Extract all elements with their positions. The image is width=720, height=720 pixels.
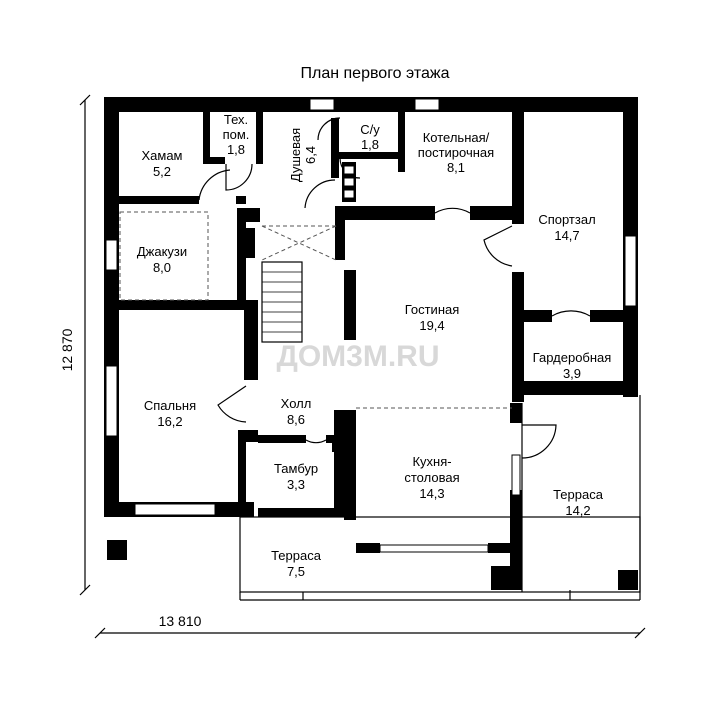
room-shower: Душевая 6,4 (288, 128, 318, 182)
width-dimension: 13 810 (159, 613, 202, 629)
room-area: 5,2 (153, 164, 171, 179)
room-hall: Холл 8,6 (281, 396, 312, 427)
height-dimension: 12 870 (59, 328, 75, 371)
room-area: 8,6 (287, 412, 305, 427)
room-terrace-left: Терраса 7,5 (271, 548, 322, 579)
room-area: 16,2 (157, 414, 182, 429)
room-area: 1,8 (361, 137, 379, 152)
room-area: 14,3 (419, 486, 444, 501)
room-name: Спортзал (538, 212, 595, 227)
room-area: 8,1 (447, 160, 465, 175)
kitchen-side-window (511, 454, 521, 496)
watermark: ДОМ3М.RU (276, 340, 439, 373)
room-boiler: Котельная/ постирочная 8,1 (418, 130, 494, 175)
room-name: Терраса (553, 487, 604, 502)
room-name: Котельная/ (423, 130, 490, 145)
room-bedroom: Спальня 16,2 (144, 398, 196, 429)
room-living: Гостиная 19,4 (405, 302, 460, 333)
room-area: 7,5 (287, 564, 305, 579)
terraces (239, 395, 641, 601)
room-area: 6,4 (303, 146, 318, 164)
room-name: Душевая (288, 128, 303, 182)
kitchen-window (379, 544, 489, 553)
room-gym: Спортзал 14,7 (538, 212, 595, 243)
room-name: Джакузи (137, 244, 187, 259)
stairs (261, 261, 303, 343)
room-area: 14,7 (554, 228, 579, 243)
room-name: Тамбур (274, 461, 318, 476)
plan-title: План первого этажа (301, 65, 450, 82)
room-name: Гостиная (405, 302, 460, 317)
room-area: 8,0 (153, 260, 171, 275)
room-name: Спальня (144, 398, 196, 413)
room-name: Кухня- (412, 454, 451, 469)
room-kitchen: Кухня- столовая 14,3 (404, 454, 459, 501)
room-name: Тех. (224, 112, 248, 127)
room-vestibule: Тамбур 3,3 (274, 461, 318, 492)
room-name: пом. (223, 127, 250, 142)
room-jacuzzi: Джакузи 8,0 (137, 244, 187, 275)
room-labels: Хамам 5,2 Тех. пом. 1,8 Душевая 6,4 С/у … (137, 112, 611, 579)
room-name: Холл (281, 396, 312, 411)
room-name: Хамам (141, 148, 182, 163)
room-area: 3,3 (287, 477, 305, 492)
room-area: 3,9 (563, 366, 581, 381)
room-tech: Тех. пом. 1,8 (223, 112, 250, 157)
room-name: постирочная (418, 145, 494, 160)
room-name: столовая (404, 470, 459, 485)
room-hamam: Хамам 5,2 (141, 148, 182, 179)
room-area: 19,4 (419, 318, 444, 333)
room-terrace-right: Терраса 14,2 (553, 487, 604, 518)
windows (105, 98, 637, 516)
room-name: С/у (360, 122, 380, 137)
room-area: 14,2 (565, 503, 590, 518)
interior-walls (107, 112, 638, 590)
room-area: 1,8 (227, 142, 245, 157)
zone-lines (119, 211, 512, 409)
fixtures (243, 162, 356, 485)
room-wardrobe: Гардеробная 3,9 (533, 350, 612, 381)
dimension-lines (79, 94, 646, 639)
room-name: Терраса (271, 548, 322, 563)
room-wc: С/у 1,8 (360, 122, 380, 152)
room-name: Гардеробная (533, 350, 612, 365)
